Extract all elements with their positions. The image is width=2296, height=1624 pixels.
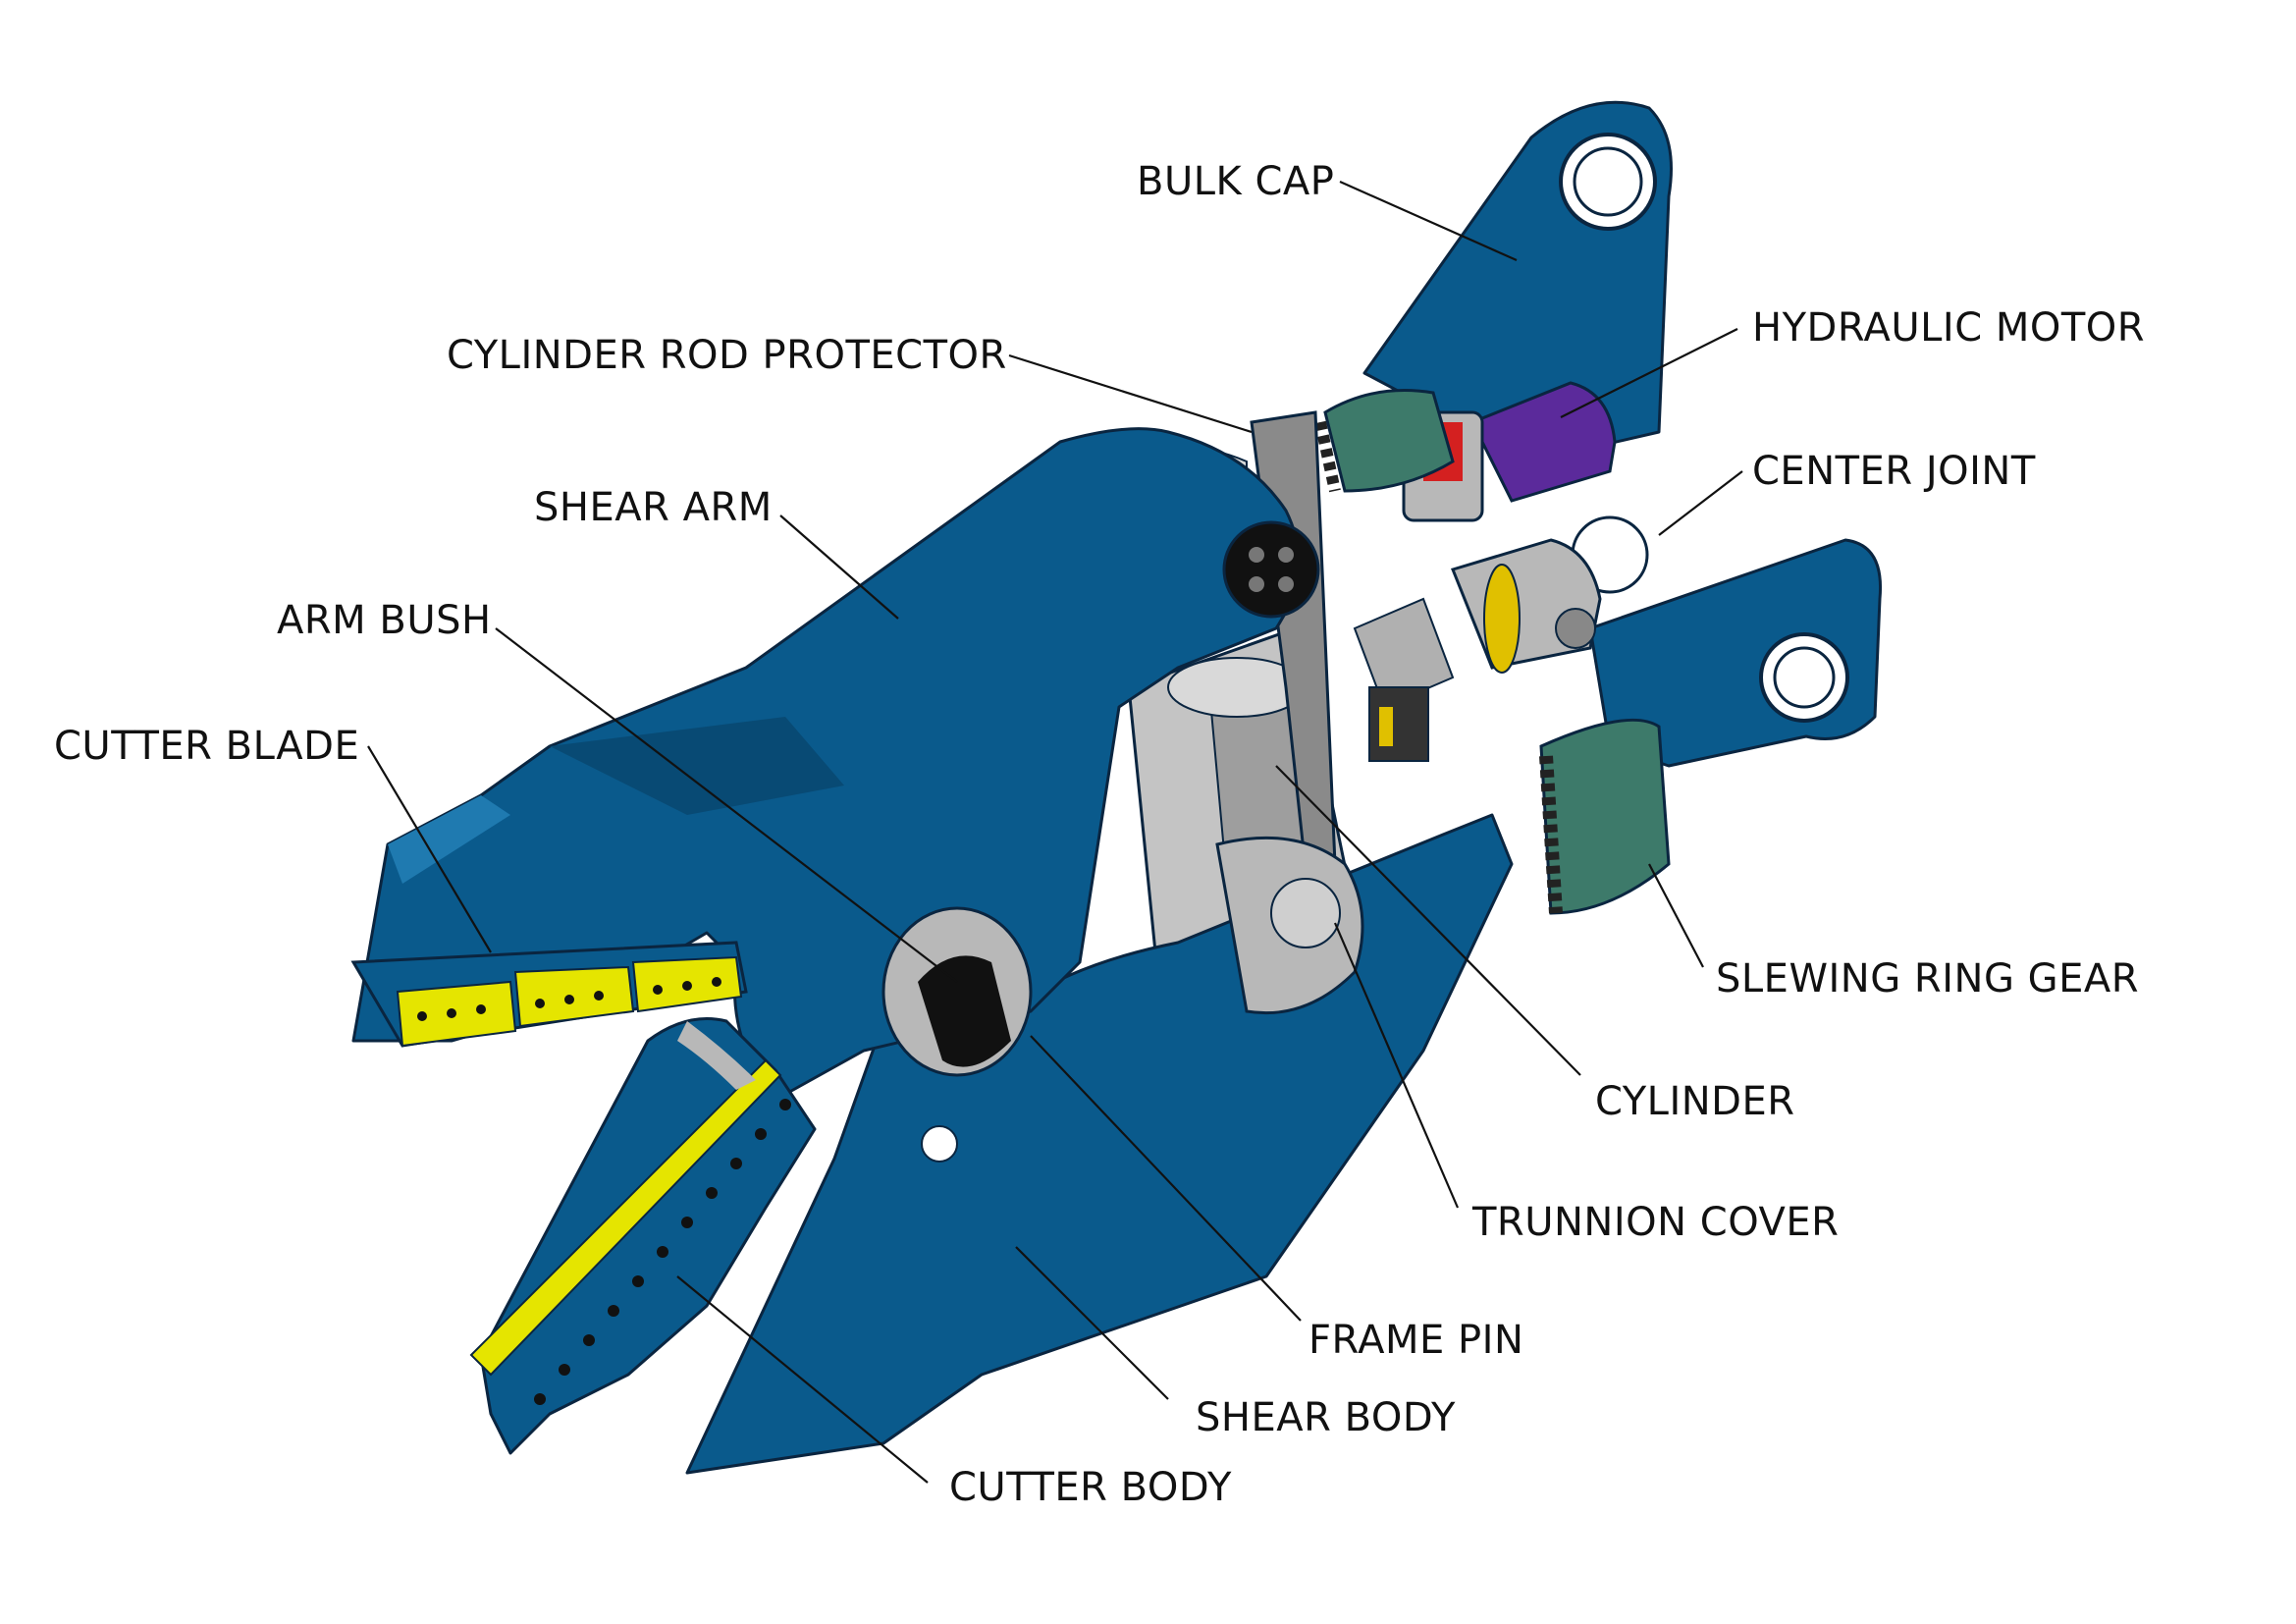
leader-cylinder-rod-protector <box>1008 353 1253 434</box>
label-cylinder-rod-protector: CYLINDER ROD PROTECTOR <box>447 333 1007 378</box>
slewing-ring-gear-part <box>1539 718 1671 915</box>
shear-arm-part <box>351 427 1320 1102</box>
leader-cutter-body <box>676 1275 929 1484</box>
hydraulic-motor-part <box>1314 381 1617 522</box>
leader-frame-pin <box>1030 1035 1302 1322</box>
leader-shear-arm <box>779 514 899 620</box>
label-slewing-ring-gear: SLEWING RING GEAR <box>1716 956 2139 1001</box>
label-arm-bush: ARM BUSH <box>277 598 492 643</box>
label-center-joint: CENTER JOINT <box>1752 449 2036 494</box>
center-joint-part <box>1450 538 1602 674</box>
arm-bush-part <box>881 906 1033 1077</box>
label-cutter-body: CUTTER BODY <box>949 1465 1232 1510</box>
leader-cylinder <box>1275 765 1581 1076</box>
cutter-body-part <box>469 1017 817 1455</box>
label-shear-arm: SHEAR ARM <box>534 485 773 530</box>
label-hydraulic-motor: HYDRAULIC MOTOR <box>1752 305 2145 351</box>
leader-center-joint <box>1658 470 1743 536</box>
label-trunnion-cover: TRUNNION COVER <box>1471 1200 1839 1245</box>
shear-body-part <box>685 813 1514 1475</box>
part-labels: BULK CAP HYDRAULIC MOTOR CYLINDER ROD PR… <box>54 159 2145 1510</box>
leader-cutter-blade <box>367 745 492 953</box>
bulk-cap-part <box>1362 100 1673 594</box>
label-cylinder: CYLINDER <box>1595 1079 1795 1124</box>
label-bulk-cap: BULK CAP <box>1137 159 1334 204</box>
leader-arm-bush <box>495 627 958 983</box>
leader-bulk-cap <box>1339 180 1518 262</box>
leader-trunnion-cover <box>1333 922 1460 1209</box>
leader-slewing-ring-gear <box>1648 863 1704 968</box>
upper-cutter-blade-part <box>350 941 748 1048</box>
leader-shear-body <box>1015 1246 1169 1400</box>
label-shear-body: SHEAR BODY <box>1196 1395 1456 1440</box>
label-frame-pin: FRAME PIN <box>1308 1318 1523 1363</box>
shear-illustration <box>350 100 1883 1475</box>
leader-hydraulic-motor <box>1560 328 1738 418</box>
leader-lines <box>367 180 1743 1484</box>
rear-bracket-part <box>1588 538 1883 768</box>
label-cutter-blade: CUTTER BLADE <box>54 724 359 769</box>
